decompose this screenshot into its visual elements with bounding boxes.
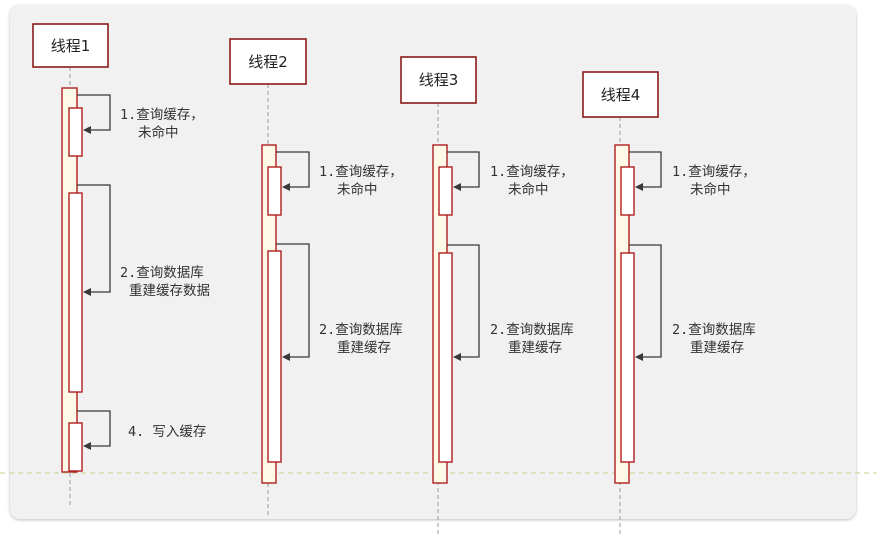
thread-3: 线程3 1.查询缓存， 未命中 2.查询数据库 重建缓存: [400, 56, 574, 534]
self-call-arrow: [447, 151, 480, 191]
step-label: 1.查询缓存，: [120, 107, 204, 123]
activation-bar: [68, 192, 83, 393]
activation-bar: [68, 422, 83, 472]
step-label: 未命中: [508, 181, 549, 198]
participant-box: [400, 56, 477, 104]
step-label: 1.查询缓存，: [672, 164, 756, 180]
participant-box: [32, 23, 109, 68]
thread-4: 线程4 1.查询缓存， 未命中 2.查询数据库 重建缓存: [582, 71, 756, 534]
participant-label: 线程2: [248, 53, 288, 71]
self-call-arrow: [447, 244, 480, 361]
step-label: 重建缓存: [690, 340, 744, 356]
activation-bar: [620, 252, 635, 463]
participant-box: [582, 71, 659, 118]
activation-bar: [267, 166, 282, 216]
step-label: 重建缓存数据: [129, 283, 210, 299]
self-call-arrow: [77, 410, 111, 450]
thread-2: 线程2 1.查询缓存， 未命中 2.查询数据库 重建缓存: [229, 38, 403, 515]
step-label: 未命中: [337, 181, 378, 198]
self-call-arrow: [276, 151, 310, 191]
participant-box: [229, 38, 307, 85]
self-call-arrow: [276, 243, 310, 361]
self-call-arrow: [77, 184, 111, 296]
self-call-arrow: [629, 151, 662, 191]
step-label: 4. 写入缓存: [128, 424, 206, 440]
self-call-arrow: [77, 94, 111, 134]
activation-bar: [267, 250, 282, 463]
step-label: 1.查询缓存，: [319, 164, 403, 180]
thread-1: 线程1 1.查询缓存， 未命中 2.查询数据库 重建缓存数据 4. 写入缓存: [32, 23, 210, 505]
participant-label: 线程3: [419, 71, 459, 89]
participant-label: 线程4: [601, 86, 641, 104]
step-label: 2.查询数据库: [672, 322, 756, 338]
step-label: 未命中: [690, 181, 731, 198]
activation-bar: [438, 166, 453, 216]
step-label: 重建缓存: [337, 340, 391, 356]
activation-bar: [68, 107, 83, 157]
activation-bar: [438, 252, 453, 463]
participant-label: 线程1: [51, 37, 91, 55]
step-label: 未命中: [138, 124, 179, 141]
step-label: 2.查询数据库: [490, 322, 574, 338]
step-label: 2.查询数据库: [319, 322, 403, 338]
step-label: 2.查询数据库: [120, 265, 204, 281]
self-call-arrow: [629, 244, 662, 361]
step-label: 1.查询缓存，: [490, 164, 574, 180]
step-label: 重建缓存: [508, 340, 562, 356]
activation-bar: [620, 166, 635, 216]
